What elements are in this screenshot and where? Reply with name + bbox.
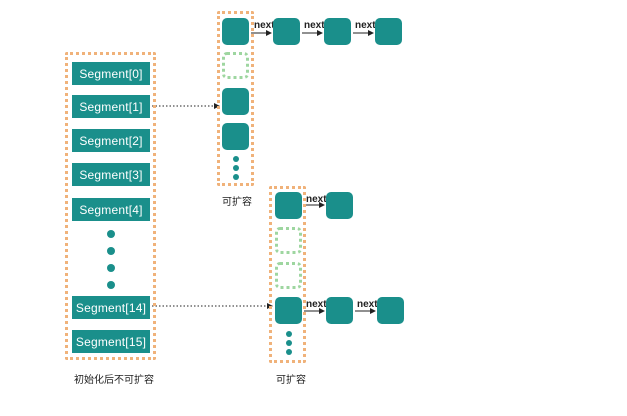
linked-node [326, 192, 353, 219]
segment-0: Segment[0] [72, 62, 150, 85]
ellipsis-dot [286, 349, 292, 355]
linked-node [273, 18, 300, 45]
table-bottom-box [269, 186, 306, 363]
table-top-caption: 可扩容 [222, 197, 252, 208]
segment-4: Segment[4] [72, 198, 150, 221]
table-bottom-bucket-3 [275, 297, 302, 324]
table-top-box [217, 11, 254, 186]
ellipsis-dot [107, 281, 115, 289]
linked-node [324, 18, 351, 45]
ellipsis-dot [233, 156, 239, 162]
segment-15: Segment[15] [72, 330, 150, 353]
linked-node [326, 297, 353, 324]
ellipsis-dot [286, 331, 292, 337]
table-top-bucket-2 [222, 88, 249, 115]
ellipsis-dot [107, 230, 115, 238]
segment-3: Segment[3] [72, 163, 150, 186]
table-bottom-empty-bucket [275, 227, 302, 254]
table-bottom-caption: 可扩容 [276, 375, 306, 386]
ellipsis-dot [107, 247, 115, 255]
segment-14: Segment[14] [72, 296, 150, 319]
table-top-bucket-3 [222, 123, 249, 150]
ellipsis-dot [286, 340, 292, 346]
table-bottom-bucket-0 [275, 192, 302, 219]
linked-node [375, 18, 402, 45]
segment-2: Segment[2] [72, 129, 150, 152]
table-bottom-empty-bucket [275, 262, 302, 289]
linked-node [377, 297, 404, 324]
next-label: next [306, 194, 327, 205]
next-label: next [254, 20, 275, 31]
table-top-empty-bucket [222, 52, 249, 79]
table-top-bucket-0 [222, 18, 249, 45]
ellipsis-dot [233, 165, 239, 171]
next-label: next [306, 299, 327, 310]
ellipsis-dot [107, 264, 115, 272]
segment-1: Segment[1] [72, 95, 150, 118]
next-label: next [355, 20, 376, 31]
ellipsis-dot [233, 174, 239, 180]
next-label: next [304, 20, 325, 31]
next-label: next [357, 299, 378, 310]
segments-array-box [65, 52, 156, 360]
segments-caption: 初始化后不可扩容 [74, 375, 154, 386]
